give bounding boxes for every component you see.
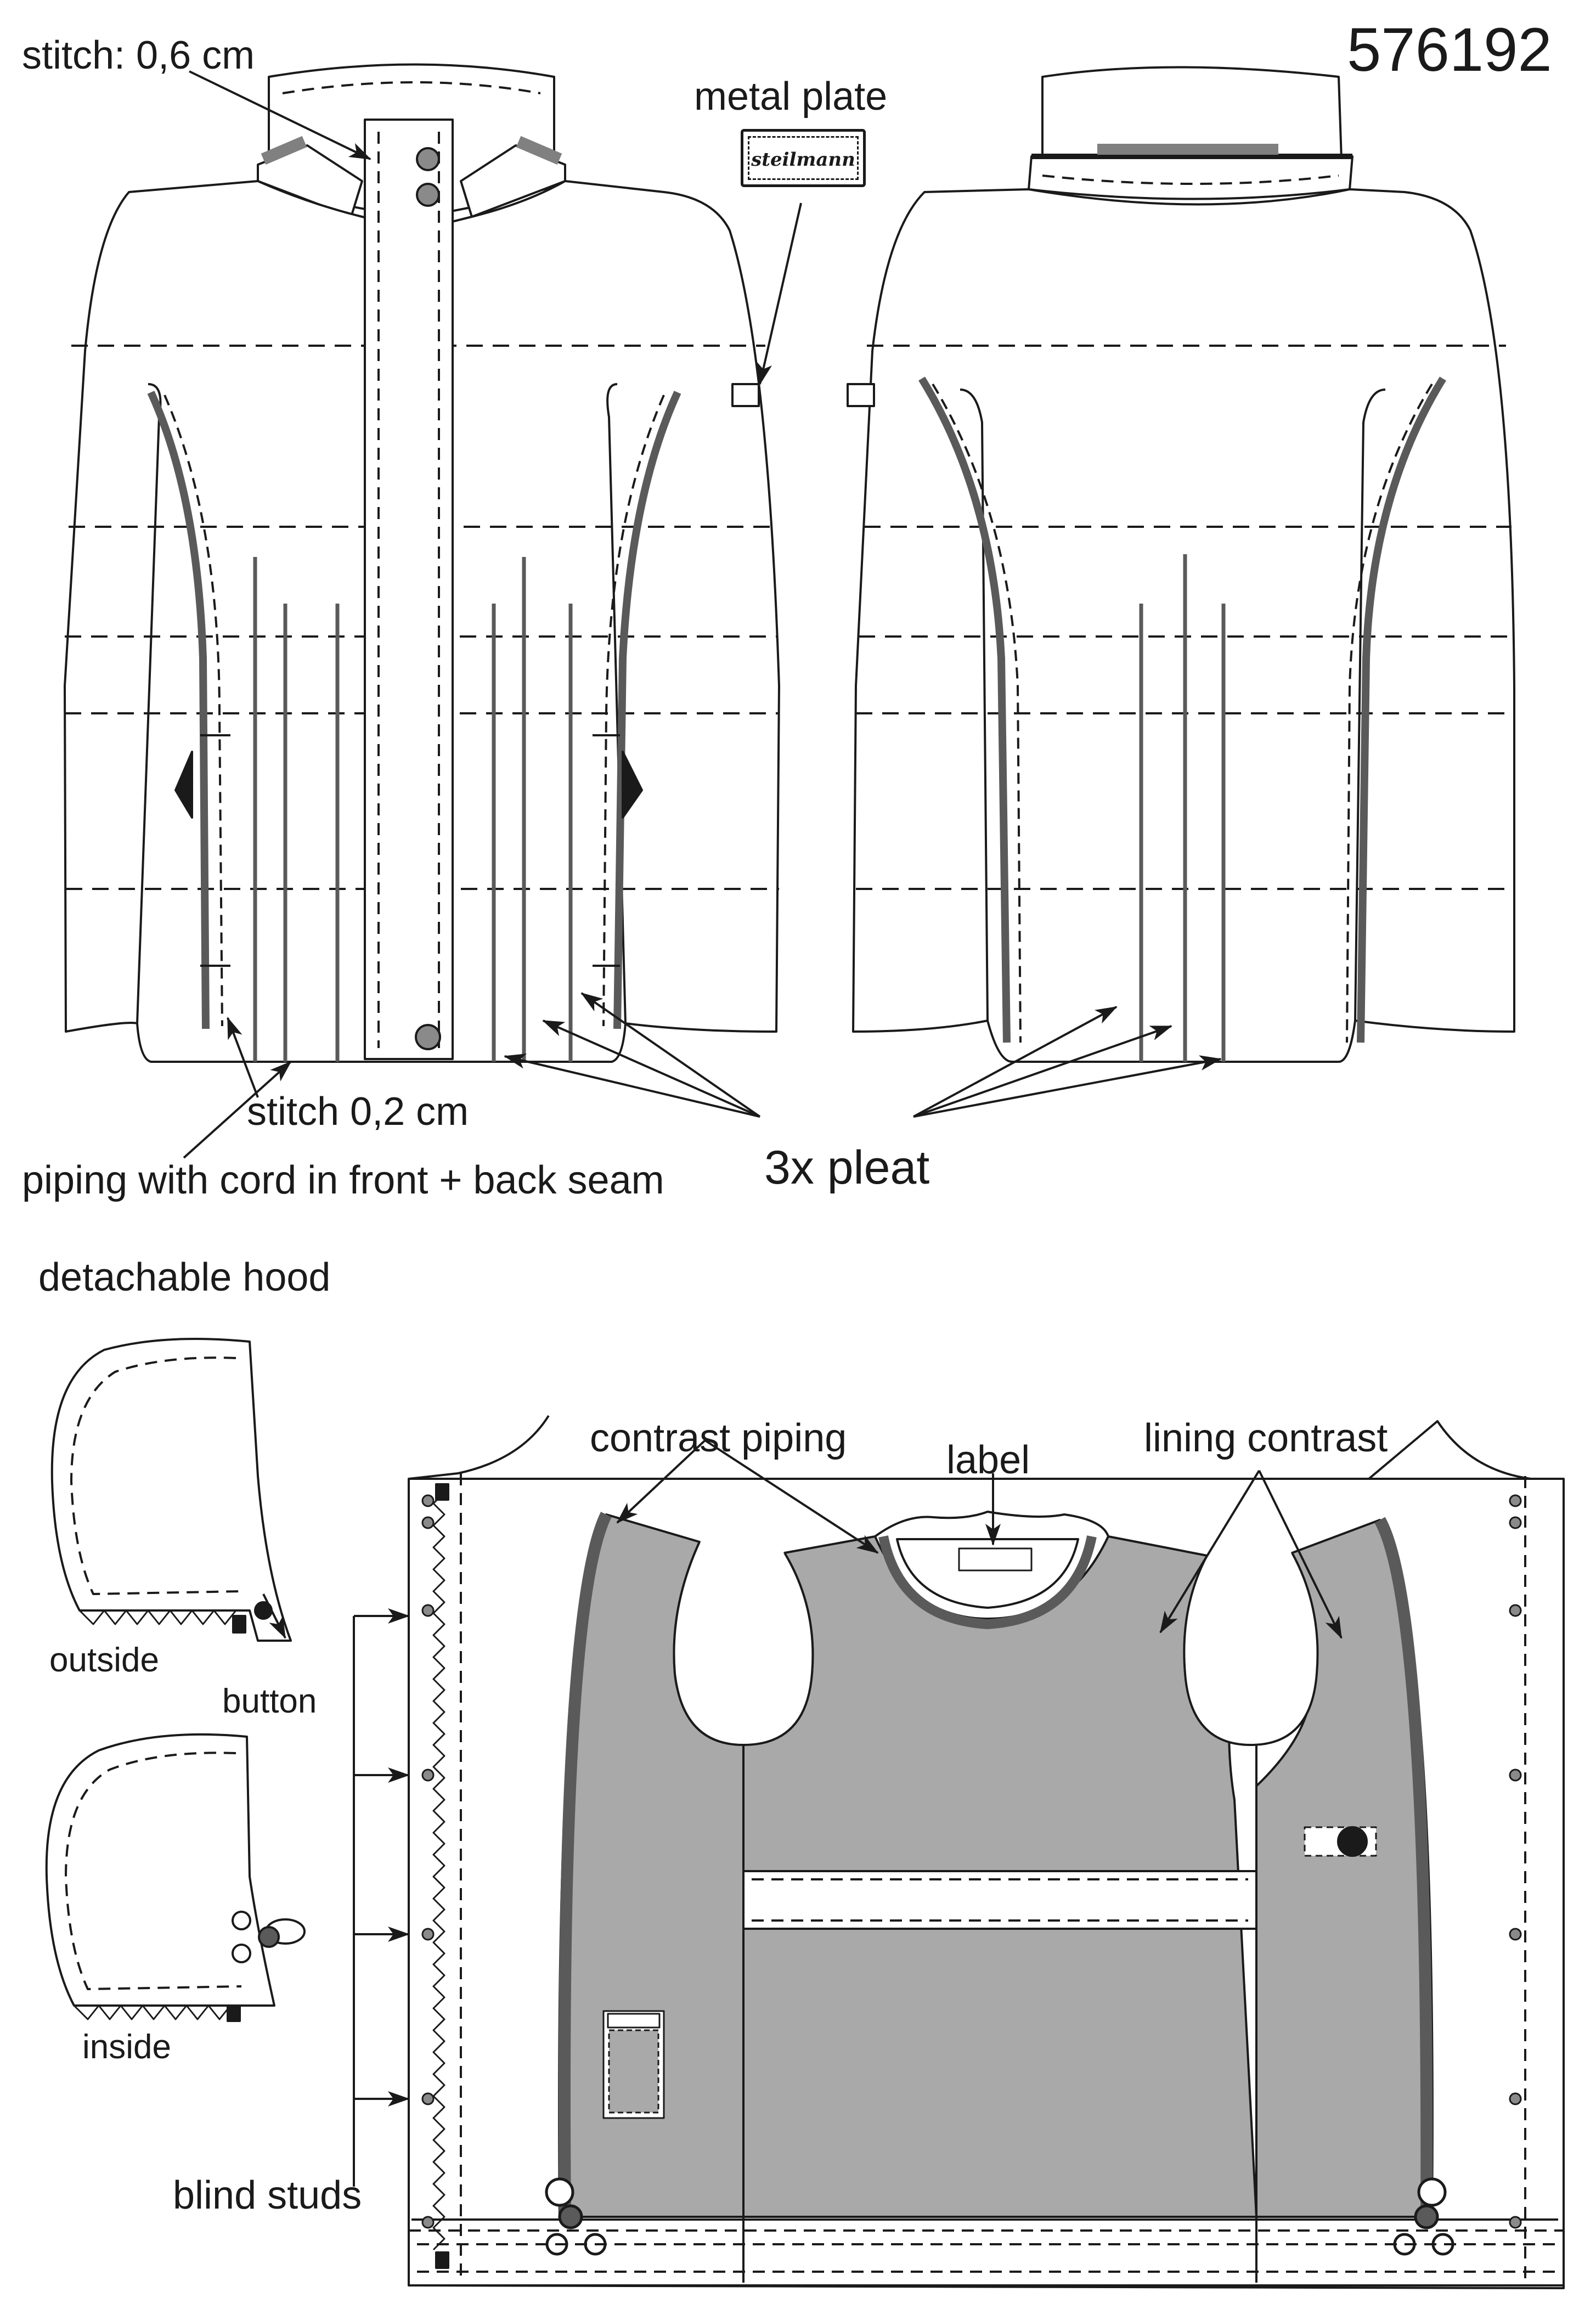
pocket-flap-right [622,751,643,819]
hood-outside-label: outside [49,1641,159,1679]
back-collar [1041,66,1343,160]
jacket-back-view [847,66,1515,1063]
pocket-flap-left [174,751,193,819]
pleat-label: 3x pleat [764,1141,930,1194]
hood-button-label: button [222,1682,317,1720]
collar-stud-2 [416,183,440,207]
stitch-06-label: stitch: 0,6 cm [22,33,255,77]
blind-studs-right [1509,1494,1522,2229]
metal-plate-label: metal plate [694,75,888,119]
jacket-lining-view [353,1415,1565,2289]
inside-pocket-band [742,1870,1257,1930]
sleeve-metal-plate [731,383,760,407]
hood-inside-label: inside [82,2028,171,2066]
back-sleeve-plate [847,383,875,407]
piping-cord-label: piping with cord in front + back seam [22,1158,664,1202]
front-piping-right [613,391,681,1029]
hem-drawcord-right [1393,2177,1454,2256]
metal-plate-swatch: steilmann [741,129,866,187]
blind-studs-label: blind studs [173,2173,362,2217]
hood-inside [45,1733,306,2022]
inside-phone-pocket [602,2010,665,2119]
blind-studs-left [421,1494,435,2229]
placket-stud-bottom [415,1024,441,1050]
jacket-front-view [64,63,780,1063]
detachable-hood-label: detachable hood [38,1255,331,1299]
plate-brand-text: steilmann [751,149,855,171]
front-piping-left [147,391,210,1029]
back-piping-left [918,376,1011,1043]
lining-piping-right [1374,1517,1433,2217]
stitch-02-label: stitch 0,2 cm [247,1090,469,1134]
annotation-arrows [183,70,1343,2107]
hood-outside [50,1338,292,1642]
neck-contrast-piping [878,1535,1097,1629]
lining-contrast-label: lining contrast [1144,1416,1388,1460]
label-label: label [946,1438,1030,1482]
contrast-piping-label: contrast piping [590,1416,847,1460]
style-number: 576192 [1347,15,1552,84]
collar-stud-1 [416,147,440,171]
back-piping-right [1357,376,1446,1043]
lining-piping-left [558,1512,612,2217]
hem-drawcord-left [545,2177,607,2256]
neck-label [958,1547,1033,1572]
